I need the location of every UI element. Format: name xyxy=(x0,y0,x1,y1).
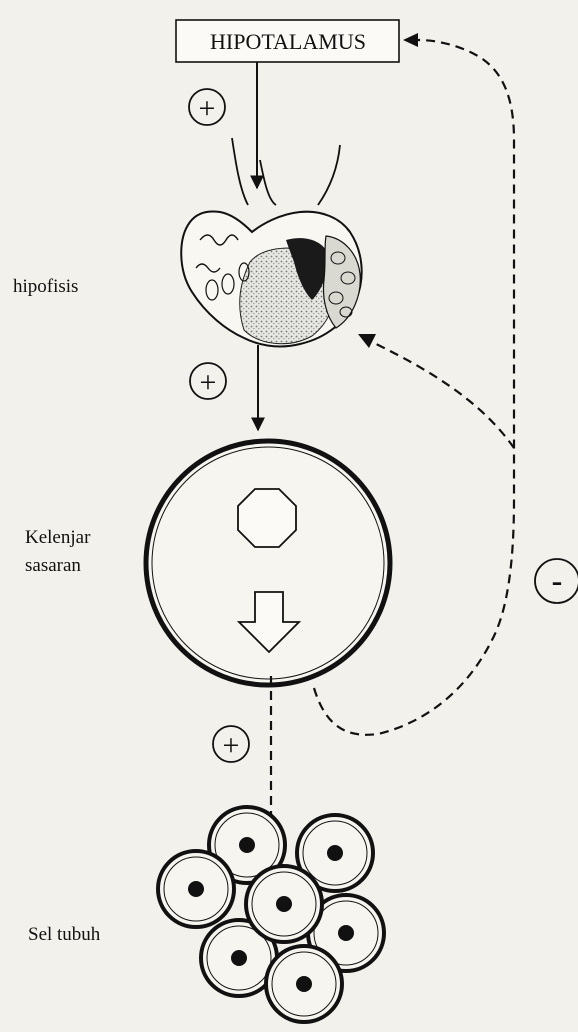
feedback-arrowhead-pituitary xyxy=(358,334,376,348)
body-cell xyxy=(246,866,322,942)
hypothalamus-box: HIPOTALAMUS xyxy=(176,20,399,62)
plus-sign-2: + xyxy=(190,363,226,399)
hormone-octagon-shape xyxy=(238,489,296,547)
body-cell xyxy=(266,946,342,1022)
negative-feedback-branch-to-pituitary xyxy=(372,342,514,448)
pituitary-gland-illustration xyxy=(181,138,361,346)
body-cells-cluster xyxy=(158,807,384,1022)
hypothalamus-label: HIPOTALAMUS xyxy=(210,29,366,54)
label-target-gland-line1: Kelenjar xyxy=(25,527,91,548)
svg-text:+: + xyxy=(199,92,216,125)
label-body-cells: Sel tubuh xyxy=(28,924,101,945)
body-cell xyxy=(158,851,234,927)
minus-sign: - xyxy=(535,559,578,603)
plus-sign-3: + xyxy=(213,726,249,762)
target-gland xyxy=(146,441,390,685)
plus-sign-1: + xyxy=(189,89,225,125)
feedback-arrowhead-hypothalamus xyxy=(403,33,418,47)
svg-text:+: + xyxy=(200,366,217,399)
svg-text:+: + xyxy=(223,729,240,762)
svg-text:-: - xyxy=(552,562,563,598)
label-target-gland-line2: sasaran xyxy=(25,555,81,576)
label-pituitary: hipofisis xyxy=(13,276,78,297)
